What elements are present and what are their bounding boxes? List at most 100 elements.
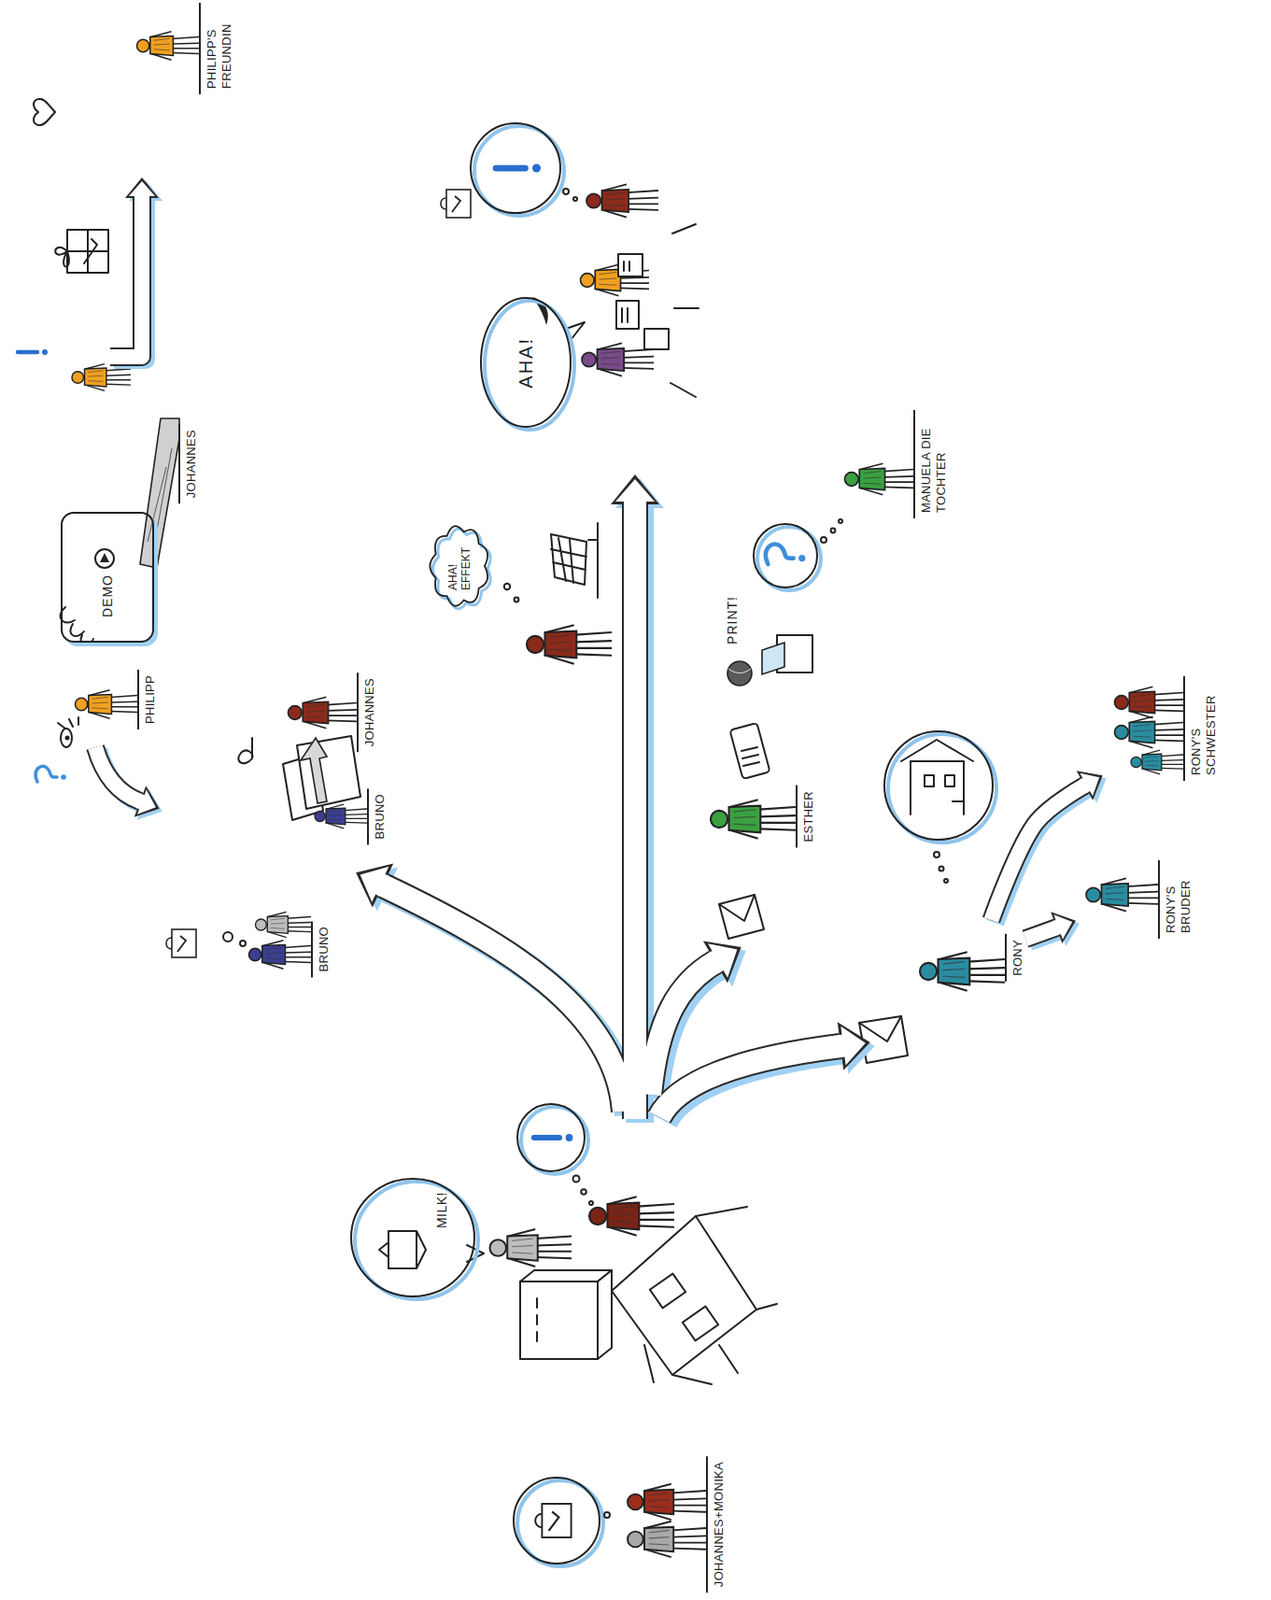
arrow-outline — [95, 747, 141, 802]
cloud-shadow — [432, 528, 491, 609]
bubble-line — [480, 297, 571, 427]
person-figure — [1130, 749, 1184, 775]
flow-arrow — [990, 785, 1088, 923]
ball-seam — [728, 668, 751, 674]
envelope-flap — [719, 894, 755, 921]
fridge-top — [520, 1270, 612, 1282]
person-label: RONY'S SCHWESTER — [1101, 676, 1219, 781]
name-label: JOHANNES — [356, 672, 378, 752]
play-icon — [95, 549, 114, 568]
heart — [33, 98, 56, 126]
play-triangle — [99, 552, 110, 563]
thought-dot — [944, 878, 948, 883]
person-label: BRUNO — [284, 778, 388, 854]
thought-dot — [933, 851, 940, 858]
thought-dot — [573, 197, 578, 201]
connector-layer — [990, 785, 1088, 942]
person-label: PHILIPP — [55, 657, 158, 742]
person-label: RONY'S BRUDER — [1075, 852, 1194, 947]
thought-dot — [563, 188, 569, 195]
fridge-side — [597, 1270, 612, 1359]
person-figure — [249, 940, 312, 969]
name-label: RONY'S SCHWESTER — [1183, 676, 1219, 781]
name-label: RONY'S BRUDER — [1158, 860, 1194, 939]
person-figure — [255, 911, 312, 937]
person-label: PHILIPP'S FREUNDIN — [116, 1, 235, 96]
arrow-fill — [95, 747, 141, 802]
person-label: JOHANNES — [274, 668, 378, 758]
gift-ribbon — [67, 229, 109, 273]
person-figure — [1115, 716, 1185, 749]
name-label: RONY — [1004, 933, 1026, 982]
thought-bubble — [513, 1477, 600, 1564]
arrow-outline — [659, 1045, 841, 1117]
paper-lines — [621, 261, 630, 323]
arrow-outline — [621, 504, 649, 1119]
thought-dot — [604, 1511, 610, 1518]
exclamation-symbol — [495, 164, 541, 173]
envelope-flap — [859, 1016, 902, 1042]
hoop-pole — [588, 522, 598, 598]
arrow-outline — [110, 197, 142, 357]
thought-dot — [223, 932, 233, 942]
person-figure — [589, 1196, 675, 1236]
gray-arrow — [300, 737, 327, 804]
thought-dot — [504, 583, 510, 590]
arrow-fill — [990, 785, 1085, 920]
flow-arrow — [1025, 927, 1060, 942]
bag-icon — [166, 929, 197, 958]
person-label: RONY — [922, 919, 1026, 995]
ball — [727, 661, 752, 686]
printed-page — [762, 642, 785, 675]
milk-carton — [379, 1230, 426, 1269]
envelope — [719, 894, 764, 939]
envelope — [859, 1016, 908, 1063]
bubble-text: AHA! — [514, 337, 537, 389]
name-label: JOHANNES — [178, 423, 199, 504]
paper-sheet — [682, 1306, 719, 1342]
phone-screen: DEMO — [60, 511, 155, 643]
thought-dot — [838, 519, 843, 523]
thought-bubble — [753, 523, 818, 588]
person-figure — [288, 696, 358, 729]
gift-bow — [55, 247, 70, 268]
bag-icon — [535, 1503, 571, 1538]
name-label: MANUELA DIE TOCHTER — [913, 409, 949, 519]
arm — [140, 418, 180, 568]
person-figure — [627, 1521, 707, 1557]
chair-legs — [670, 224, 699, 397]
house — [901, 739, 974, 815]
speech-bubble: MILK! — [349, 1176, 477, 1299]
person-label: ESTHER — [713, 778, 817, 854]
cloud-line — [429, 525, 488, 607]
arrow-outline — [990, 785, 1085, 920]
person-figure — [314, 804, 368, 829]
name-label: PHILIPP'S FREUNDIN — [198, 2, 235, 95]
person-figure — [627, 1483, 707, 1520]
person-figure — [137, 31, 200, 60]
phone-keys — [741, 747, 760, 766]
person-figure — [710, 799, 796, 839]
arrow-fill — [382, 885, 624, 1112]
thought-dot — [573, 1175, 580, 1183]
check-mark — [84, 239, 98, 264]
basket-net — [550, 534, 587, 585]
question-symbol — [765, 543, 805, 565]
fingers — [60, 607, 94, 645]
arrow-fill — [110, 197, 142, 357]
person-figure — [1086, 877, 1159, 911]
bubble-text: MILK! — [434, 1191, 451, 1229]
desk — [611, 1215, 757, 1375]
person-figure — [1115, 686, 1185, 719]
person-figure — [919, 951, 1005, 991]
person-figure — [586, 183, 659, 217]
name-label: ESTHER — [795, 785, 817, 848]
arrow-outline — [382, 885, 624, 1112]
name-label: JOHANNES+MONIKA — [706, 1455, 727, 1593]
branch-arrows — [382, 504, 846, 1123]
person-figure — [75, 690, 139, 719]
arrow-shadow — [387, 889, 629, 1116]
